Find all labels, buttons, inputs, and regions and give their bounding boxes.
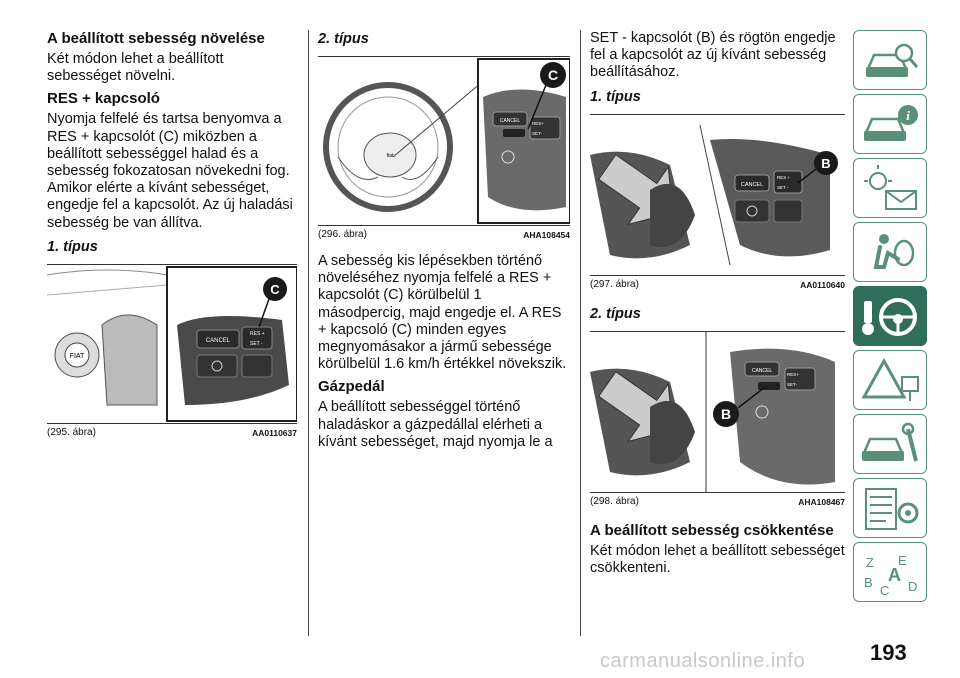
badge-c-2 <box>540 62 566 88</box>
svg-text:B: B <box>821 156 830 171</box>
badge-c <box>263 276 287 301</box>
key-steering-wheel-icon <box>862 298 917 336</box>
column-1: A beállított sebesség növelése Két módon… <box>47 30 297 439</box>
set-continue-text: SET - kapcsolót (B) és rögtön engedje fe… <box>590 30 836 81</box>
section-heading-increase: A beállított sebesség növelése <box>47 30 265 47</box>
tab-emergency[interactable] <box>853 350 927 410</box>
cancel-label: CANCEL <box>206 338 231 344</box>
type-2-label-b: 2. típus <box>590 305 641 322</box>
type-2-label: 2. típus <box>318 31 369 47</box>
res-label-2: RES+ <box>532 121 544 126</box>
figure-298: CANCEL RES+ SET- B <box>590 330 845 493</box>
column-divider-2 <box>580 30 581 636</box>
figure-296: fiat CANCEL RES+ SET- C <box>318 56 570 226</box>
svg-text:E: E <box>898 553 907 568</box>
badge-b-2 <box>713 400 739 427</box>
figure-298-caption: (298. ábra) AHA108467 <box>590 495 845 507</box>
res-label-4: RES+ <box>787 372 799 377</box>
gas-heading: Gázpedál <box>318 378 385 396</box>
watermark: carmanualsonline.info <box>600 650 806 672</box>
tab-car-info[interactable]: i <box>853 94 927 154</box>
tab-starting-driving[interactable] <box>853 286 927 346</box>
column-3: SET - kapcsolót (B) és rögtön engedje fe… <box>590 30 845 582</box>
figure-297: CANCEL RES + SET - B <box>590 113 845 276</box>
res-text: Nyomja felfelé és tartsa benyomva a RES … <box>47 111 293 231</box>
tab-index[interactable]: Z E B C D A <box>853 542 927 602</box>
figure-296-illustration: fiat CANCEL RES+ SET- C <box>323 58 570 224</box>
figure-296-caption: (296. ábra) AHA108454 <box>318 229 570 240</box>
alphabet-index-icon: Z E B C D A <box>864 553 917 598</box>
set-label-4: SET- <box>787 382 798 387</box>
set-label: SET - <box>250 341 263 347</box>
type-1-label-b: 1. típus <box>590 88 641 105</box>
cancel-label-2: CANCEL <box>500 118 521 124</box>
specs-list-icon <box>865 488 919 530</box>
cancel-label-3: CANCEL <box>741 182 763 188</box>
svg-text:C: C <box>880 583 889 598</box>
svg-text:B: B <box>721 406 731 422</box>
column-2: 2. típus fiat CANCEL RES+ SET- C (296. á… <box>318 30 570 456</box>
res-small-steps-text: A sebesség kis lépésekben történő növelé… <box>318 253 567 373</box>
set-label-3: SET - <box>777 185 789 190</box>
gas-text: A beállított sebességgel történő haladás… <box>318 399 553 450</box>
res-label-3: RES + <box>777 175 791 180</box>
decrease-heading: A beállított sebesség csökkentése <box>590 521 834 539</box>
svg-text:C: C <box>548 67 558 83</box>
svg-text:B: B <box>864 575 873 590</box>
figure-295: FIAT CANCEL RES + SET - C <box>47 263 297 424</box>
figure-295-caption: (295. ábra) AA0110637 <box>47 426 297 438</box>
svg-text:FIAT: FIAT <box>70 353 85 360</box>
tab-technical-data[interactable] <box>853 478 927 538</box>
badge-b <box>814 150 838 175</box>
set-label-2: SET- <box>532 131 543 136</box>
car-info-icon: i <box>864 105 918 141</box>
decrease-text: Két módon lehet a beállított sebességet … <box>590 542 845 576</box>
svg-text:D: D <box>908 579 917 594</box>
tab-car-search[interactable] <box>853 30 927 90</box>
car-wrench-icon <box>862 422 918 462</box>
figure-295-illustration: FIAT CANCEL RES + SET - C <box>47 265 297 422</box>
svg-text:Z: Z <box>866 555 874 570</box>
intro-text: Két módon lehet a beállított sebességet … <box>47 51 224 85</box>
svg-text:A: A <box>888 565 901 585</box>
warning-light-mail-icon <box>864 165 917 210</box>
figure-297-caption: (297. ábra) AA0110640 <box>590 278 845 290</box>
warning-triangle-icon <box>861 357 919 401</box>
airbag-passenger-icon <box>873 234 915 269</box>
svg-text:fiat: fiat <box>387 153 394 159</box>
figure-298-illustration: CANCEL RES+ SET- B <box>590 331 835 492</box>
svg-text:i: i <box>906 108 910 123</box>
res-heading: RES + kapcsoló <box>47 90 160 108</box>
res-label: RES + <box>250 331 265 337</box>
chapter-tabs: i <box>853 30 927 606</box>
tab-warning-lights[interactable] <box>853 158 927 218</box>
tab-safety[interactable] <box>853 222 927 282</box>
column-divider <box>308 30 309 636</box>
cancel-label-4: CANCEL <box>752 368 773 374</box>
tab-maintenance[interactable] <box>853 414 927 474</box>
figure-297-illustration: CANCEL RES + SET - B <box>590 124 838 265</box>
page-number: 193 <box>870 640 907 665</box>
svg-text:C: C <box>270 282 280 297</box>
type-1-label: 1. típus <box>47 238 98 255</box>
car-search-icon <box>866 43 919 77</box>
